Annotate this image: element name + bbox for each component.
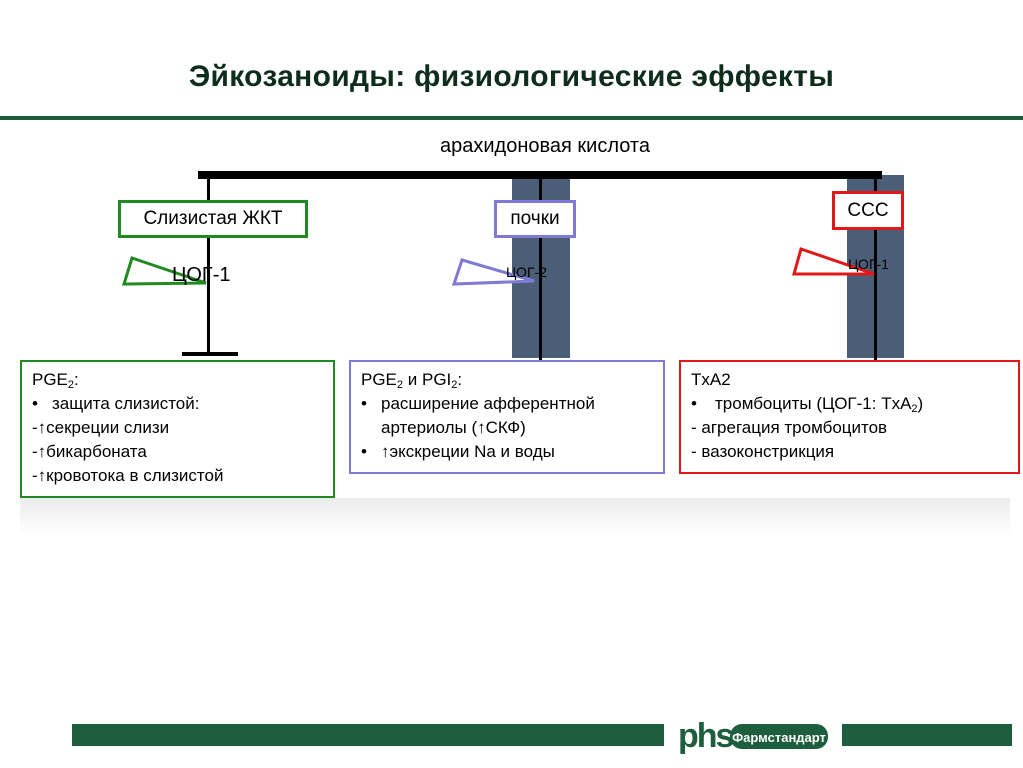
branch-label-gi: Слизистая ЖКТ <box>118 200 308 238</box>
gi-bullet: •защита слизистой: <box>32 394 200 413</box>
gi-scale-base <box>182 352 238 356</box>
kidney-bullet-2: •↑экскреции Na и воды <box>361 442 555 461</box>
kidney-cog-wedge <box>451 258 535 286</box>
gi-heading: PGE2: <box>32 370 79 391</box>
ccc-stem <box>874 175 877 360</box>
kidney-enzyme-label: ЦОГ-2 <box>506 264 547 280</box>
slide-title: Эйкозаноиды: физиологические эффекты <box>188 60 835 93</box>
title-rule <box>0 116 1023 120</box>
ccc-heading: TxA2 <box>691 370 731 389</box>
ccc-line-1: - агрегация тромбоцитов <box>691 418 888 437</box>
pharmstandard-logo: phs Фармстандарт <box>676 714 832 756</box>
branch-label-kidney: почки <box>494 200 576 238</box>
svg-text:Фармстандарт: Фармстандарт <box>732 730 826 745</box>
ccc-cog-wedge <box>792 247 875 276</box>
gi-line-1: -↑секреции слизи <box>32 418 170 437</box>
ccc-effects-box: TxA2 •тромбоциты (ЦОГ-1: TxA2) - агрегац… <box>679 360 1020 474</box>
ccc-bullet: •тромбоциты (ЦОГ-1: TxA2) <box>691 394 924 415</box>
svg-text:phs: phs <box>678 717 734 755</box>
gi-cog-wedge <box>121 256 207 286</box>
footer-bar-right <box>842 724 1012 746</box>
gi-effects-box: PGE2: •защита слизистой: -↑секреции слиз… <box>20 360 335 498</box>
ccc-enzyme-label: ЦОГ-1 <box>848 256 889 272</box>
gi-line-2: -↑бикарбоната <box>32 442 147 461</box>
ccc-line-2: - вазоконстрикция <box>691 442 835 461</box>
footer-bar-left <box>72 724 664 746</box>
gi-stem <box>207 171 210 355</box>
kidney-stem <box>539 175 542 360</box>
kidney-heading: PGE2 и PGI2: <box>361 370 463 391</box>
box-shadow <box>20 498 1010 536</box>
gi-line-3: -↑кровотока в слизистой <box>32 466 224 485</box>
branch-label-ccc: ССС <box>832 191 904 230</box>
gi-enzyme-label: ЦОГ-1 <box>172 264 231 286</box>
root-label: арахидоновая кислота <box>440 135 650 157</box>
